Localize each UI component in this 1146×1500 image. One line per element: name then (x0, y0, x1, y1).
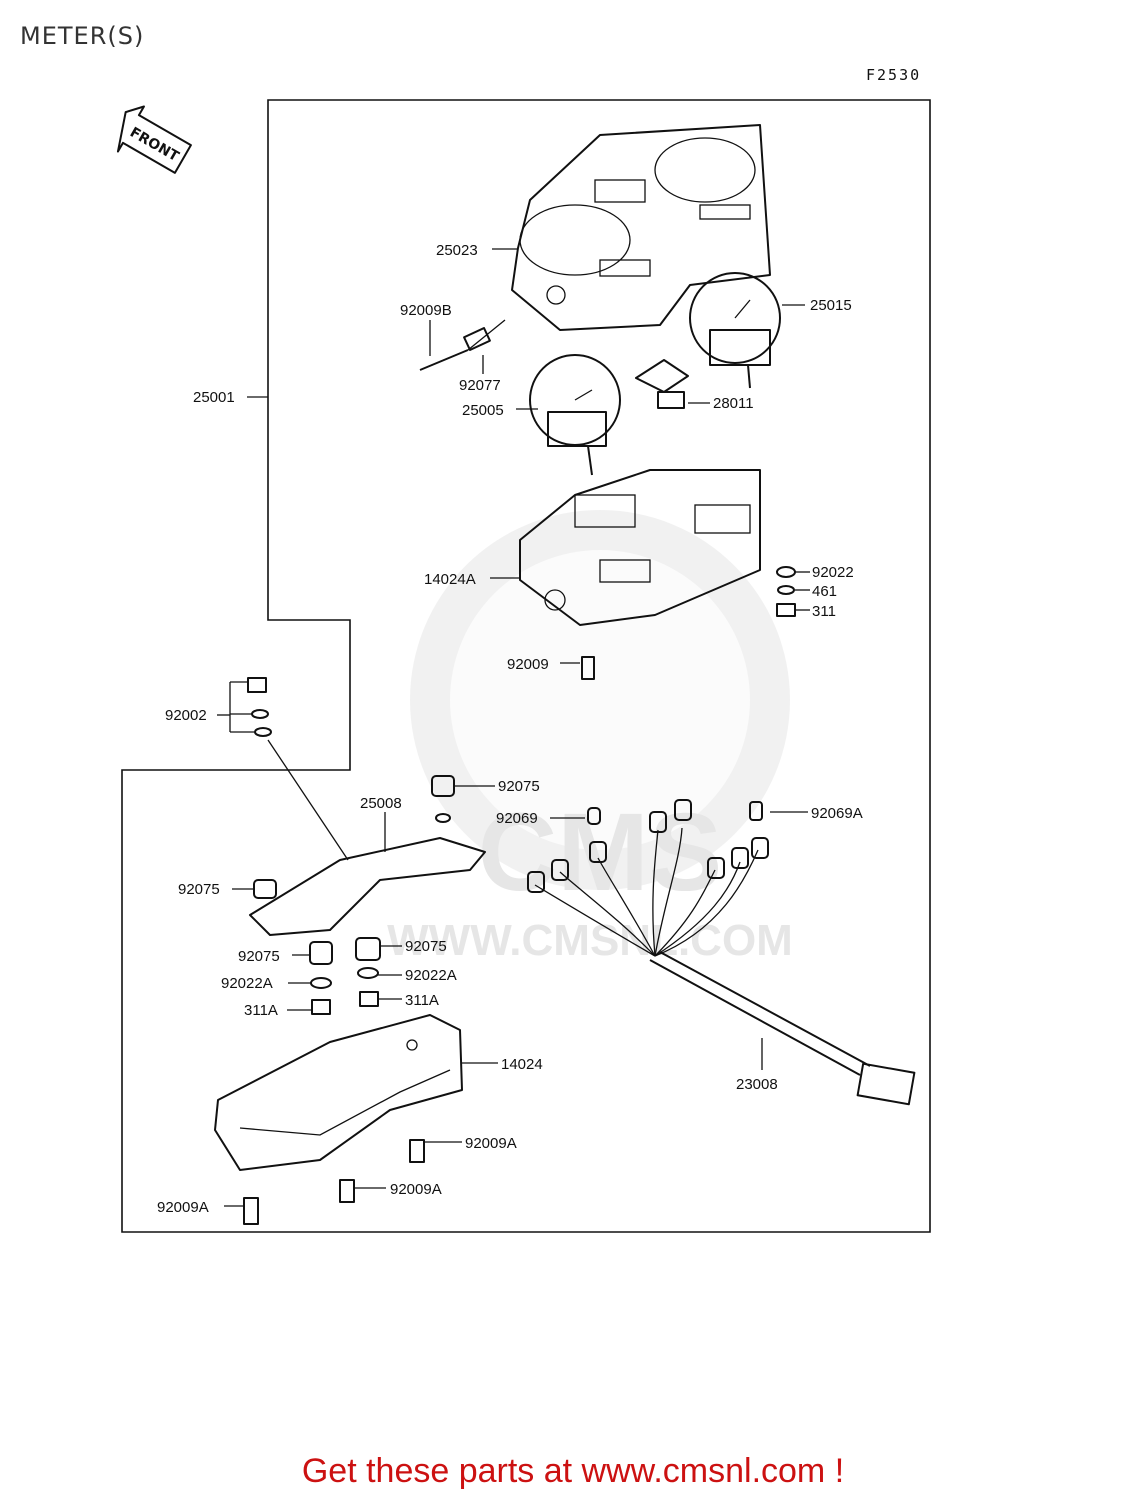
figure-code: F2530 (866, 66, 922, 84)
indicator-bracket (635, 359, 689, 409)
callout-92022: 92022 (812, 564, 854, 581)
callout-92075-c: 92075 (405, 938, 447, 955)
callout-23008: 23008 (736, 1076, 778, 1093)
callout-25023: 25023 (436, 242, 478, 259)
leader-lines (217, 248, 810, 1207)
callout-311a-b: 311A (244, 1002, 278, 1019)
callout-92069a: 92069A (811, 805, 863, 822)
callout-92022a-b: 92022A (221, 975, 273, 992)
screw-92009b (419, 319, 506, 371)
speedometer-unit (529, 354, 621, 476)
callout-92009: 92009 (507, 656, 549, 673)
callout-461: 461 (812, 583, 837, 600)
callout-92009a-a: 92009A (465, 1135, 517, 1152)
callout-92075-d: 92075 (238, 948, 280, 965)
callout-92022a-a: 92022A (405, 967, 457, 984)
exploded-parts-diagram: CMS WWW.CMSNL.COM FRONT (116, 99, 931, 1233)
callout-92009b: 92009B (400, 302, 452, 319)
front-arrow: FRONT (116, 105, 192, 174)
callout-311: 311 (812, 603, 836, 620)
callout-25005: 25005 (462, 402, 504, 419)
callout-92075-b: 92075 (178, 881, 220, 898)
meter-case-upper (519, 469, 761, 626)
bolt-92002 (229, 677, 272, 737)
callout-14024: 14024 (501, 1056, 543, 1073)
callout-92009a-b: 92009A (390, 1181, 442, 1198)
callout-14024a: 14024A (424, 571, 476, 588)
watermark: CMS WWW.CMSNL.COM (387, 510, 793, 965)
callout-25001: 25001 (193, 389, 235, 406)
callout-92069: 92069 (496, 810, 538, 827)
callout-92075-a: 92075 (498, 778, 540, 795)
callout-92077: 92077 (459, 377, 501, 394)
callout-311a-a: 311A (405, 992, 439, 1009)
callout-25015: 25015 (810, 297, 852, 314)
wiring-harness (527, 799, 916, 1106)
meter-case-lower (214, 1014, 463, 1225)
callout-25008: 25008 (360, 795, 402, 812)
front-arrow-label: FRONT (127, 124, 182, 165)
callout-92002: 92002 (165, 707, 207, 724)
callout-labels: 25023 92009B 25015 92077 25001 25005 280… (157, 242, 863, 1216)
watermark-url: WWW.CMSNL.COM (387, 916, 793, 965)
footer-call-to-action[interactable]: Get these parts at www.cmsnl.com ! (301, 1452, 845, 1490)
grommets-lower (253, 775, 455, 1015)
page-title: METER(S) (20, 22, 145, 50)
assembly-frame-upper (121, 99, 931, 1233)
callout-28011: 28011 (713, 395, 754, 412)
meter-bracket (249, 739, 486, 936)
meter-cover (511, 124, 771, 331)
callout-92009a-c: 92009A (157, 1199, 209, 1216)
tachometer-unit (689, 272, 781, 389)
